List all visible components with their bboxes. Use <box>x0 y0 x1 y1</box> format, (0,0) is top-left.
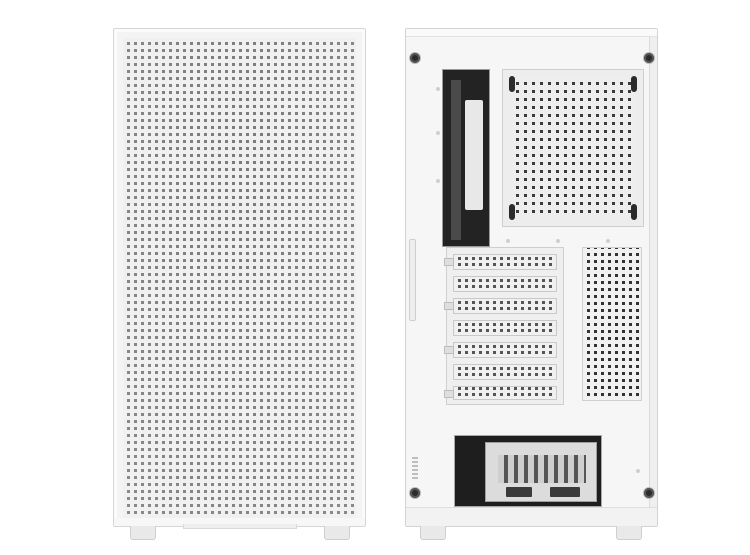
expansion-slot-area <box>444 247 564 405</box>
rear-top-lip <box>406 29 657 37</box>
psu-bay-opening <box>454 435 602 507</box>
rear-bottom-trim <box>406 507 657 526</box>
thumbscrew-bottom-left <box>410 488 420 498</box>
mount-hole <box>556 239 560 243</box>
front-foot-left <box>130 526 156 540</box>
psu-socket-cutout <box>550 487 580 497</box>
interior-rail <box>451 80 461 240</box>
rear-fan-mount <box>502 69 644 227</box>
small-vent <box>412 457 418 479</box>
mount-hole <box>436 87 440 91</box>
mount-hole <box>436 179 440 183</box>
rear-side-vent <box>582 247 642 401</box>
slot-tab <box>444 258 454 266</box>
slot-tab <box>444 346 454 354</box>
front-mesh-grille <box>123 38 356 518</box>
fan-slot <box>631 204 637 220</box>
fan-slot <box>509 204 515 220</box>
front-bottom-trim <box>114 518 365 526</box>
mount-hole <box>636 469 640 473</box>
expansion-slot-cover <box>453 386 557 400</box>
case-front-panel <box>113 28 366 527</box>
expansion-slot-cover <box>453 254 557 270</box>
psu-switch-cutout <box>506 487 532 497</box>
io-shield-opening <box>442 69 490 247</box>
rear-foot-left <box>420 526 446 540</box>
expansion-slot-cover <box>453 342 557 358</box>
expansion-slot-cover <box>453 320 557 336</box>
mount-hole <box>506 239 510 243</box>
fan-slot <box>509 76 515 92</box>
slot-tab <box>444 390 454 398</box>
psu-bracket-plate <box>485 442 597 502</box>
rear-foot-right <box>616 526 642 540</box>
expansion-slot-cover <box>453 276 557 292</box>
psu-grille <box>498 455 586 483</box>
side-panel-tab <box>409 239 416 321</box>
expansion-slot-cover <box>453 364 557 380</box>
interior-bracket <box>465 100 483 210</box>
thumbscrew-bottom-right <box>644 488 654 498</box>
expansion-slot-cover <box>453 298 557 314</box>
front-bottom-notch <box>183 524 297 529</box>
mount-hole <box>436 131 440 135</box>
case-rear-panel <box>405 28 658 527</box>
slot-tab <box>444 302 454 310</box>
thumbscrew-top-right <box>644 53 654 63</box>
front-foot-right <box>324 526 350 540</box>
rear-fan-grille <box>511 78 635 218</box>
mount-hole <box>606 239 610 243</box>
fan-slot <box>631 76 637 92</box>
thumbscrew-top-left <box>410 53 420 63</box>
rear-side-rail <box>649 37 657 517</box>
